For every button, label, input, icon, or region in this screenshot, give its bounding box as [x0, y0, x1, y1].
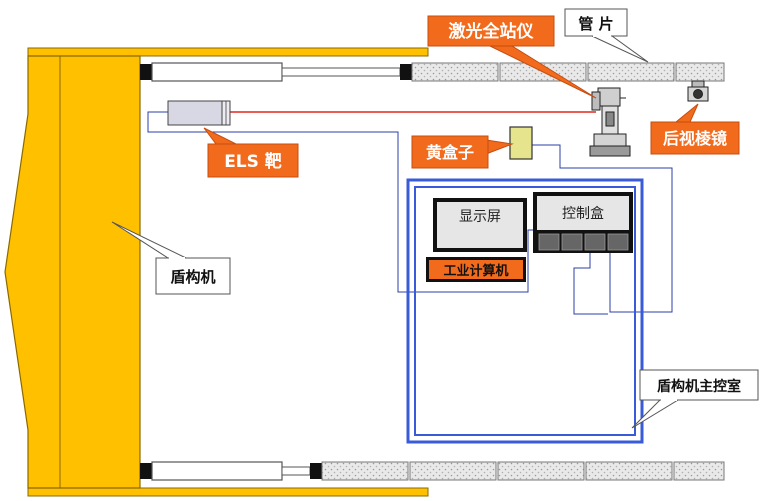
- thrust-cylinder-bottom: [140, 461, 322, 481]
- yellow-box: [509, 126, 533, 160]
- segment-row-top: [411, 62, 725, 82]
- back-prism-label: 后视棱镜: [663, 129, 727, 148]
- control-room-label: 盾构机主控室: [657, 378, 741, 395]
- control-room: [406, 178, 644, 444]
- segment-callout: 管 片: [564, 8, 649, 63]
- industrial-pc-label: 工业计算机: [443, 263, 508, 279]
- els-target-label: ELS 靶: [224, 151, 282, 172]
- shield-machine-label: 盾构机: [170, 268, 215, 286]
- yellow-box-label: 黄盒子: [426, 143, 474, 162]
- segment-label: 管 片: [578, 15, 613, 33]
- control-box: 控制盒: [533, 192, 633, 253]
- total-station-icon: [589, 87, 631, 157]
- yellow-box-callout: 黄盒子: [411, 135, 514, 169]
- industrial-pc: 工业计算机: [426, 257, 526, 282]
- control-box-label: 控制盒: [562, 205, 604, 222]
- shield-machine-callout: 盾构机: [111, 221, 231, 295]
- segment-row-bottom: [321, 461, 725, 481]
- display-label: 显示屏: [459, 209, 501, 225]
- total-station-callout: 激光全站仪: [427, 15, 597, 99]
- signal-cables: [147, 111, 673, 315]
- total-station-label: 激光全站仪: [449, 21, 535, 42]
- back-prism-callout: 后视棱镜: [650, 103, 740, 155]
- els-target: [167, 100, 231, 126]
- display-screen: 显示屏: [433, 198, 527, 252]
- back-prism-icon: [687, 80, 709, 102]
- els-target-callout: ELS 靶: [203, 127, 299, 178]
- shield-machine-body: [4, 47, 429, 497]
- control-room-callout: 盾构机主控室: [631, 369, 759, 429]
- thrust-cylinder-top: [140, 62, 412, 82]
